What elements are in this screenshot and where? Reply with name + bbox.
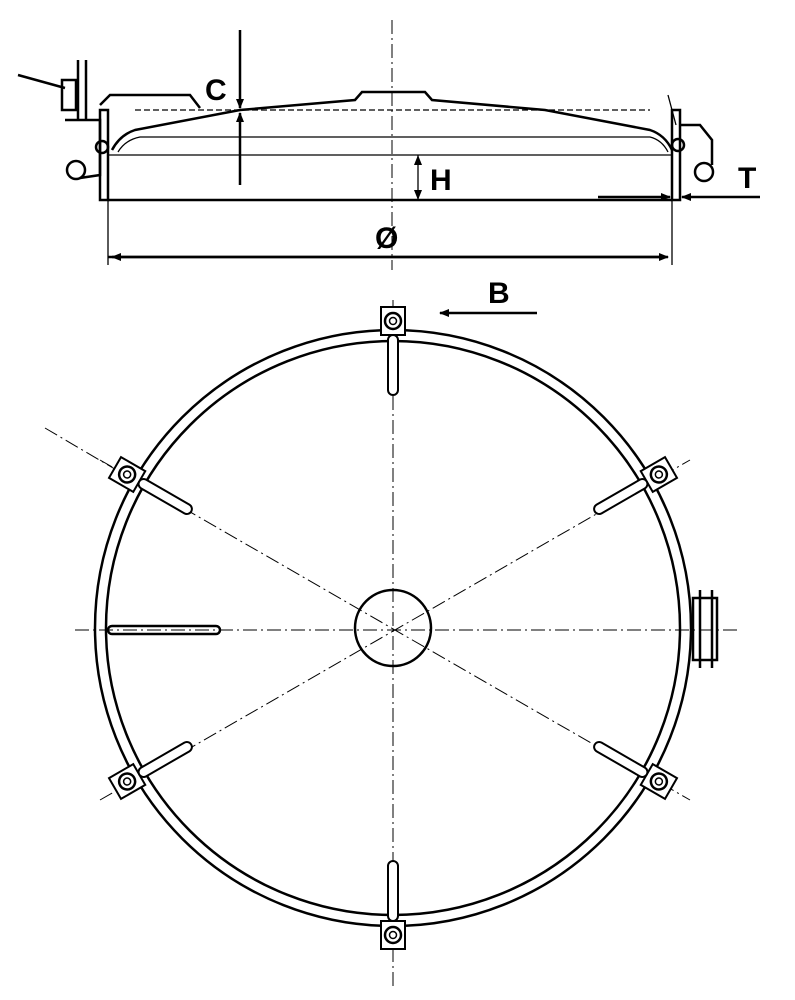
label-t: T [738,162,756,195]
clamp [107,455,193,515]
clamp [593,741,679,801]
plan-view [44,300,740,990]
clamp [380,306,406,396]
label-c: C [205,74,227,107]
label-diameter: Ø [375,222,398,255]
section-view [17,20,760,270]
clamp [380,860,406,950]
label-h: H [430,164,452,197]
clamp [593,455,679,515]
clamp [107,741,193,801]
label-b: B [488,277,510,310]
